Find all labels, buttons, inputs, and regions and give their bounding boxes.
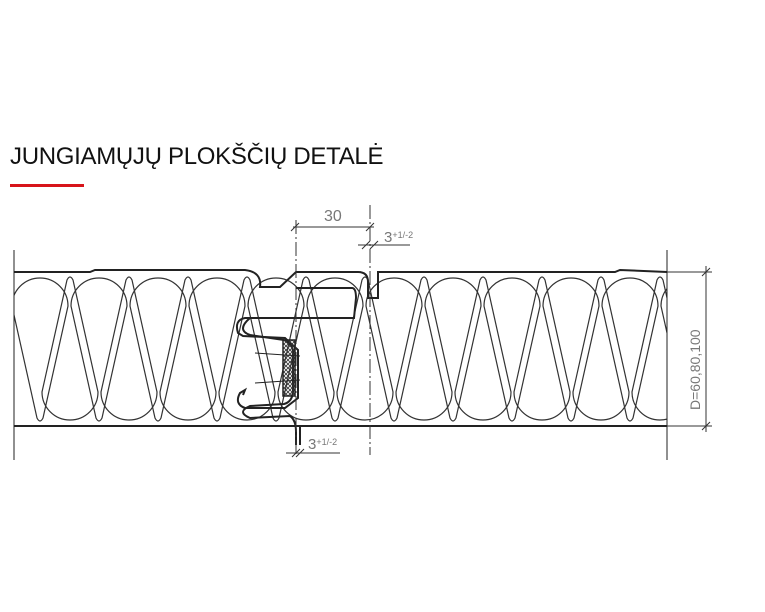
insulation-lobe-bottom: [454, 276, 512, 421]
insulation-lobe-bottom: [100, 276, 158, 421]
bottom-gap-dimension: 3+1/-2: [308, 436, 337, 453]
top-gap-dimension: 3+1/-2: [384, 229, 413, 246]
panel-joint-drawing: 30 3+1/-2 3+1/-2 D=60,80,100: [13, 205, 712, 460]
insulation-lobe-top: [188, 277, 246, 422]
center-lines: [295, 205, 371, 455]
bottom-gap-tolerance: +1/-2: [316, 437, 337, 447]
top-gap-tolerance: +1/-2: [392, 230, 413, 240]
bottom-gap-value: 3: [308, 436, 316, 453]
insulation-lobe-top: [365, 277, 423, 422]
joint-width-dimension: 30: [324, 208, 342, 225]
insulation-lobe-bottom: [218, 276, 276, 421]
insulation-lobe-bottom: [513, 276, 571, 421]
insulation-lobe-top: [542, 277, 600, 422]
insulation-lobe-top: [601, 277, 659, 422]
insulation-lobe-bottom: [277, 276, 335, 421]
insulation-lobe-top: [483, 277, 541, 422]
insulation-lobe-top: [70, 277, 128, 422]
insulation-lobe-bottom: [41, 276, 99, 421]
insulation-lobe-bottom: [336, 276, 394, 421]
insulation-lobe-bottom: [395, 276, 453, 421]
page-title: JUNGIAMŲJŲ PLOKŠČIŲ DETALĖ: [10, 143, 384, 170]
insulation-pattern: [14, 276, 667, 422]
insulation-lobe-top: [247, 277, 305, 422]
insulation-lobe-top: [424, 277, 482, 422]
insulation-lobe-bottom: [631, 276, 667, 421]
insulation-lobe-top: [129, 277, 187, 422]
insulation-lobe-top: [306, 277, 364, 422]
insulation-lobe-top: [14, 277, 69, 422]
insulation-lobe-bottom: [159, 276, 217, 421]
title-underline: [10, 184, 84, 187]
insulation-lobe-bottom: [572, 276, 630, 421]
dimensions: [286, 222, 712, 458]
panel-outline: [13, 250, 668, 460]
top-gap-value: 3: [384, 229, 392, 246]
panel-thickness-dimension: D=60,80,100: [687, 329, 703, 410]
